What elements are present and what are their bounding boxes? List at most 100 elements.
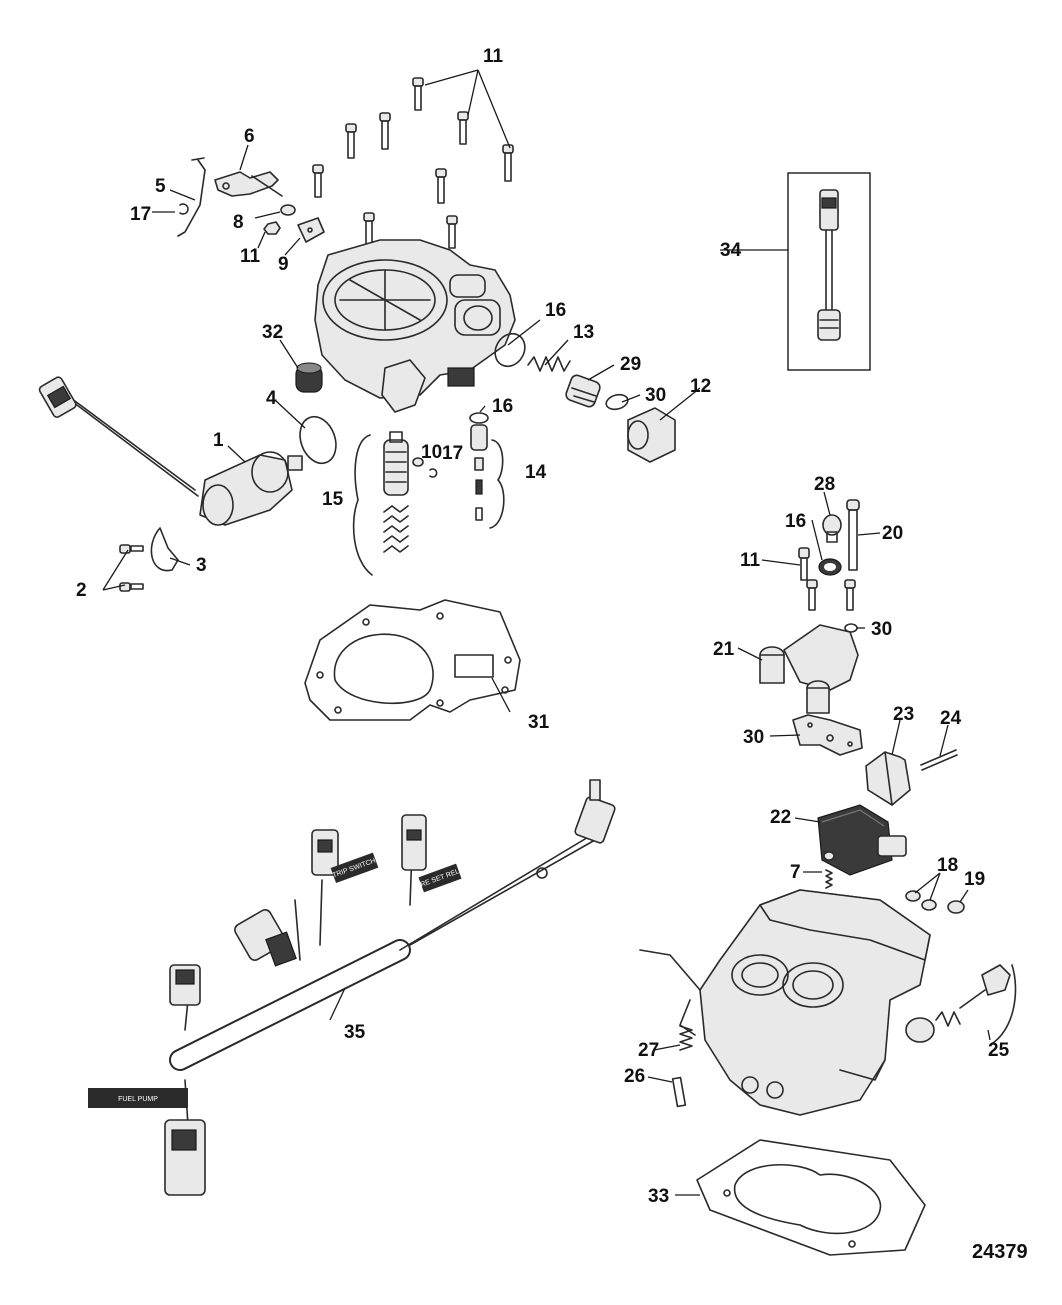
- callout-20: 20: [882, 523, 903, 544]
- bracket-23: [865, 751, 911, 806]
- washer-30-upper: [605, 393, 629, 411]
- plug-28: [822, 514, 842, 543]
- callout-4: 4: [266, 388, 277, 409]
- gasket-16: [494, 332, 526, 368]
- callout-12: 12: [690, 376, 711, 397]
- screw: [435, 168, 447, 204]
- gasket-31: [304, 599, 521, 721]
- pump-assembly-15: [352, 431, 409, 576]
- washer-8: [280, 204, 296, 216]
- callout-11-top: 11: [483, 46, 504, 67]
- wire-harness-35: FUEL PUMP TRIP SWITCH WIRE SET RELAY: [88, 779, 616, 1196]
- callout-22: 22: [770, 807, 791, 828]
- screw-11-right: [798, 547, 810, 581]
- screw: [312, 164, 324, 198]
- figure-reference-number: 24379: [972, 1241, 1028, 1263]
- screw-26: [671, 1076, 687, 1108]
- callout-33: 33: [648, 1186, 669, 1207]
- oring-4: [299, 415, 337, 465]
- screw-right-b: [844, 579, 856, 611]
- screw-spring-7: [823, 851, 835, 889]
- callout-31: 31: [528, 712, 550, 733]
- screws-18: [905, 890, 937, 911]
- retainer-3: [150, 527, 179, 572]
- solenoid-22: [817, 804, 907, 876]
- callout-15: 15: [322, 489, 344, 510]
- callout-30-bottom: 30: [743, 727, 764, 748]
- callout-32: 32: [262, 322, 283, 343]
- spring-27: [679, 1025, 693, 1051]
- callout-27: 27: [638, 1040, 659, 1061]
- callout-8: 8: [233, 212, 244, 233]
- needle-seat-14: [469, 412, 505, 529]
- screw-2a: [119, 544, 144, 554]
- screw-right-a: [806, 579, 818, 611]
- screw: [457, 111, 469, 145]
- pin-24: [920, 749, 958, 771]
- screw: [502, 144, 514, 182]
- callout-34: 34: [720, 240, 742, 261]
- pin-20: [846, 499, 860, 571]
- callout-2: 2: [76, 580, 87, 601]
- callout-9: 9: [278, 254, 289, 275]
- screw-group-11: [312, 77, 514, 249]
- callout-30-top: 30: [645, 385, 666, 406]
- lever-6: [214, 171, 283, 197]
- callout-16-top: 16: [545, 300, 566, 321]
- tag-fuel-pump: FUEL PUMP: [118, 1096, 158, 1103]
- callout-11-right: 11: [740, 550, 761, 571]
- screw: [446, 215, 458, 249]
- callout-23: 23: [893, 704, 914, 725]
- callout-3: 3: [196, 555, 207, 576]
- callout-24: 24: [940, 708, 962, 729]
- washer-10: [412, 457, 424, 467]
- throttle-body: [639, 889, 931, 1116]
- callout-17-mid: 17: [442, 443, 463, 464]
- screw: [412, 77, 424, 111]
- callout-11-mid: 11: [240, 246, 261, 267]
- clip-17: [179, 203, 189, 215]
- bracket-9: [297, 217, 325, 243]
- callout-16-mid: 16: [492, 396, 513, 417]
- callout-35: 35: [344, 1022, 366, 1043]
- bracket-21: [759, 624, 859, 714]
- leader-lines: [102, 69, 991, 1196]
- spring-13: [527, 356, 571, 372]
- nut-11: [263, 221, 281, 235]
- screw: [379, 112, 391, 150]
- callout-14: 14: [525, 462, 547, 483]
- callout-7: 7: [790, 862, 801, 883]
- choke-assembly-1: [38, 376, 303, 526]
- callout-25: 25: [988, 1040, 1010, 1061]
- callout-17-top: 17: [130, 204, 151, 225]
- callout-29: 29: [620, 354, 641, 375]
- callout-30-right: 30: [871, 619, 892, 640]
- callout-1: 1: [213, 430, 224, 451]
- callout-5: 5: [155, 176, 166, 197]
- screw-2b: [119, 582, 144, 592]
- filter-29: [565, 374, 601, 408]
- callout-28: 28: [814, 474, 835, 495]
- screw: [345, 123, 357, 159]
- inlet-fitting-12: [627, 407, 676, 463]
- idle-adjuster-25: [905, 964, 1017, 1046]
- part-34-frame: [787, 172, 871, 371]
- callout-13: 13: [573, 322, 594, 343]
- linkage-rod-5: [177, 157, 206, 237]
- callout-18: 18: [937, 855, 958, 876]
- plate-30: [792, 714, 863, 756]
- gasket-16-right: [818, 558, 842, 576]
- callout-21: 21: [713, 639, 735, 660]
- gasket-33: [696, 1139, 926, 1256]
- screw-19: [947, 900, 965, 914]
- callout-6: 6: [244, 126, 255, 147]
- filter-32: [295, 362, 323, 393]
- callout-10: 10: [421, 442, 442, 463]
- air-horn: [314, 239, 516, 413]
- callout-19: 19: [964, 869, 985, 890]
- clip-17-pump: [429, 468, 438, 478]
- callout-26: 26: [624, 1066, 645, 1087]
- callout-labels: 11 6 5 17 8 11 9 32 4 1 2 3 15 10 17 16 …: [76, 46, 1010, 1207]
- callout-16-right: 16: [785, 511, 806, 532]
